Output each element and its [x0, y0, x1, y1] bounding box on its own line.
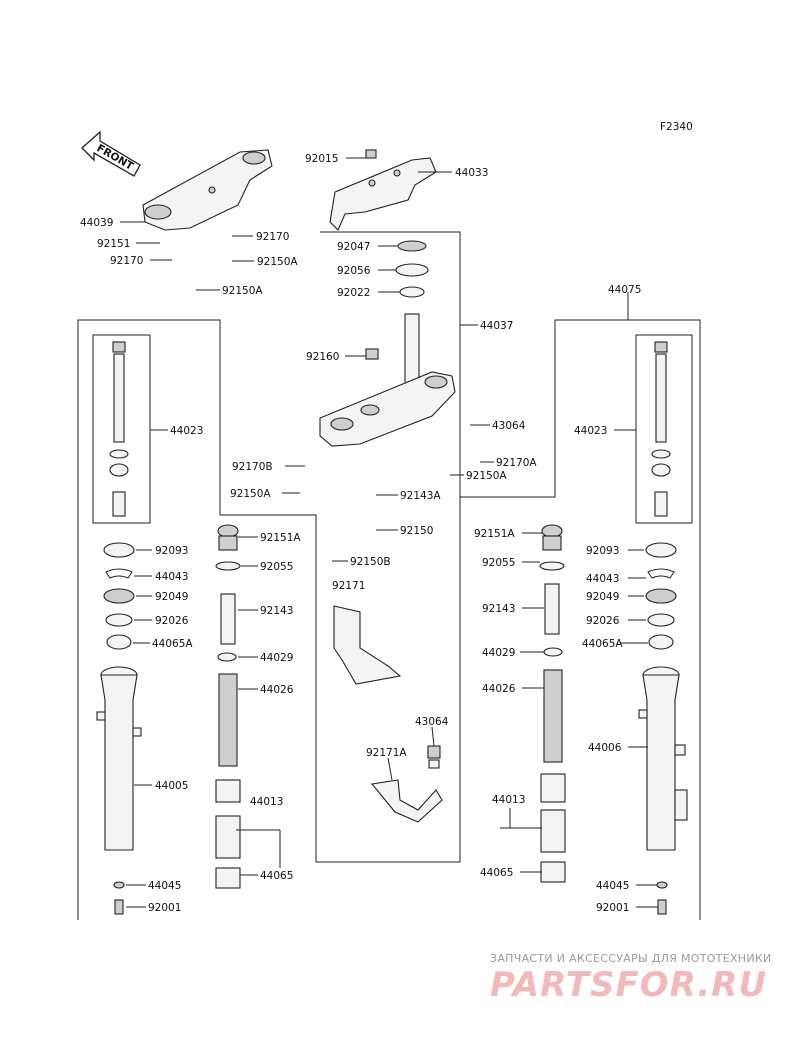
callout-44043-left: 44043	[155, 571, 188, 583]
handlebar-holder	[329, 157, 437, 231]
callout-92170B: 92170B	[232, 461, 273, 473]
callout-92160: 92160	[306, 351, 339, 363]
watermark-brand: PARTSFOR.RU	[490, 965, 767, 1005]
steering-stem	[319, 313, 456, 447]
left-inner-fork	[215, 524, 241, 889]
callout-92171A: 92171A	[366, 747, 407, 759]
bolt-92015	[365, 149, 377, 159]
callout-92171: 92171	[332, 580, 365, 592]
callout-92022: 92022	[337, 287, 370, 299]
upper-bracket	[142, 149, 273, 231]
callout-43064-lower: 43064	[415, 716, 449, 728]
figure-code: F2340	[660, 121, 693, 133]
callout-92150B: 92150B	[350, 556, 391, 568]
callout-92143-right: 92143	[482, 603, 515, 615]
callout-92093-left: 92093	[155, 545, 188, 557]
callout-44029-right: 44029	[482, 647, 515, 659]
callout-92143A: 92143A	[400, 490, 441, 502]
callout-44026-left: 44026	[260, 684, 294, 696]
callout-43064-upper: 43064	[492, 420, 526, 432]
callout-92049-right: 92049	[586, 591, 619, 603]
front-arrow-label: FRONT	[95, 142, 136, 173]
bracket-92171	[333, 605, 402, 685]
callout-44065-right: 44065	[480, 867, 513, 879]
callout-92093-right: 92093	[586, 545, 619, 557]
right-tube-inset	[651, 341, 671, 517]
callout-44075: 44075	[608, 284, 641, 296]
callout-92170-upper: 92170	[256, 231, 289, 243]
callout-92150A-lower: 92150A	[222, 285, 263, 297]
callout-44026-right: 44026	[482, 683, 516, 695]
callout-44043-right: 44043	[586, 573, 619, 585]
callout-44023-left: 44023	[170, 425, 203, 437]
right-inner-fork	[539, 524, 566, 883]
callout-92143-left: 92143	[260, 605, 293, 617]
bracket-92171A	[370, 745, 443, 823]
callout-92151A-left: 92151A	[260, 532, 301, 544]
callout-92047: 92047	[337, 241, 370, 253]
part-callouts: 92015 44033 44039 92170 92151 92170 9215…	[80, 153, 641, 914]
callout-44013-left: 44013	[250, 796, 283, 808]
callout-44023-right: 44023	[574, 425, 607, 437]
right-bottom-hardware	[656, 881, 668, 915]
left-seals	[103, 542, 135, 650]
callout-92170A: 92170A	[496, 457, 537, 469]
watermark-tagline: ЗАПЧАСТИ И АКСЕССУАРЫ ДЛЯ МОТОТЕХНИКИ	[490, 952, 772, 965]
front-arrow-icon: FRONT	[81, 130, 141, 177]
callout-44013-right: 44013	[492, 794, 525, 806]
callout-44065-left: 44065	[260, 870, 293, 882]
callout-92026-right: 92026	[586, 615, 620, 627]
callout-92001-right: 92001	[596, 902, 629, 914]
assembly-outlines	[77, 231, 701, 920]
callout-92150A-center: 92150A	[466, 470, 507, 482]
callout-92055-left: 92055	[260, 561, 293, 573]
left-bottom-hardware	[113, 881, 125, 915]
callout-92049-left: 92049	[155, 591, 188, 603]
callout-92151A-right: 92151A	[474, 528, 515, 540]
callout-92151-upper: 92151	[97, 238, 130, 250]
callout-92150: 92150	[400, 525, 433, 537]
callout-44037: 44037	[480, 320, 513, 332]
callout-92056: 92056	[337, 265, 371, 277]
callout-92026-left: 92026	[155, 615, 189, 627]
left-outer-tube-44005	[96, 666, 142, 851]
callout-92055-right: 92055	[482, 557, 515, 569]
callout-92015: 92015	[305, 153, 338, 165]
callout-92170-lower: 92170	[110, 255, 143, 267]
stem-washers	[395, 240, 429, 298]
right-seals	[645, 542, 677, 650]
callout-44006: 44006	[588, 742, 622, 754]
callout-44033: 44033	[455, 167, 488, 179]
callout-92150A-mid: 92150A	[230, 488, 271, 500]
leader-lines	[120, 157, 658, 908]
callout-44065A-left: 44065A	[152, 638, 193, 650]
callout-44005: 44005	[155, 780, 188, 792]
callout-92001-left: 92001	[148, 902, 181, 914]
right-outer-tube-44006	[638, 666, 688, 851]
callout-44029-left: 44029	[260, 652, 293, 664]
callout-44039: 44039	[80, 217, 113, 229]
callout-44045-right: 44045	[596, 880, 629, 892]
callout-44045-left: 44045	[148, 880, 181, 892]
callout-44065A-right: 44065A	[582, 638, 623, 650]
left-tube-inset	[109, 341, 129, 517]
watermark: ЗАПЧАСТИ И АКСЕССУАРЫ ДЛЯ МОТОТЕХНИКИ PA…	[490, 952, 772, 1005]
callout-92150A-upper: 92150A	[257, 256, 298, 268]
